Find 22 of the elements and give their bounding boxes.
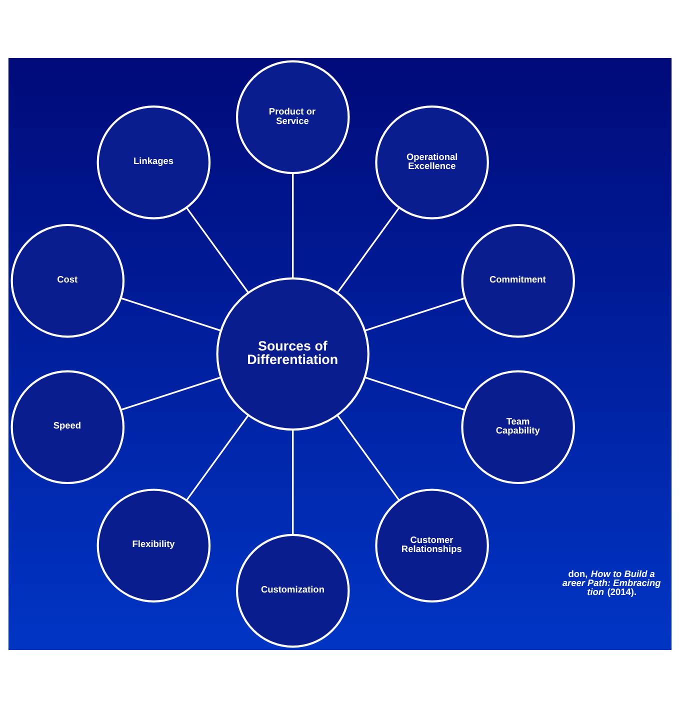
node-circle: Flexibility [96, 488, 211, 602]
connector [364, 297, 465, 332]
connector [292, 430, 294, 535]
connector [120, 297, 222, 332]
node-circle: Sources of Differentiation [216, 277, 370, 431]
label: don, How to Build a areer Path: Embracing tion (2014). [562, 568, 661, 598]
node-circle: Customer Relationships [375, 488, 489, 602]
connector [336, 414, 400, 501]
connector [186, 414, 250, 501]
node-circle: Operational Excellence [375, 106, 489, 220]
node-circle: Product or Service [236, 60, 350, 174]
node-circle: Cost [10, 224, 125, 338]
node-circle: Customization [236, 534, 350, 648]
node-circle: Commitment [461, 224, 575, 338]
connector [336, 207, 400, 294]
connector [364, 376, 465, 411]
connector [292, 173, 294, 278]
node-circle: Speed [10, 370, 125, 484]
node-circle: Linkages [96, 106, 211, 220]
node-circle: Team Capability [461, 370, 575, 484]
connector [120, 376, 222, 411]
connector [186, 207, 250, 294]
